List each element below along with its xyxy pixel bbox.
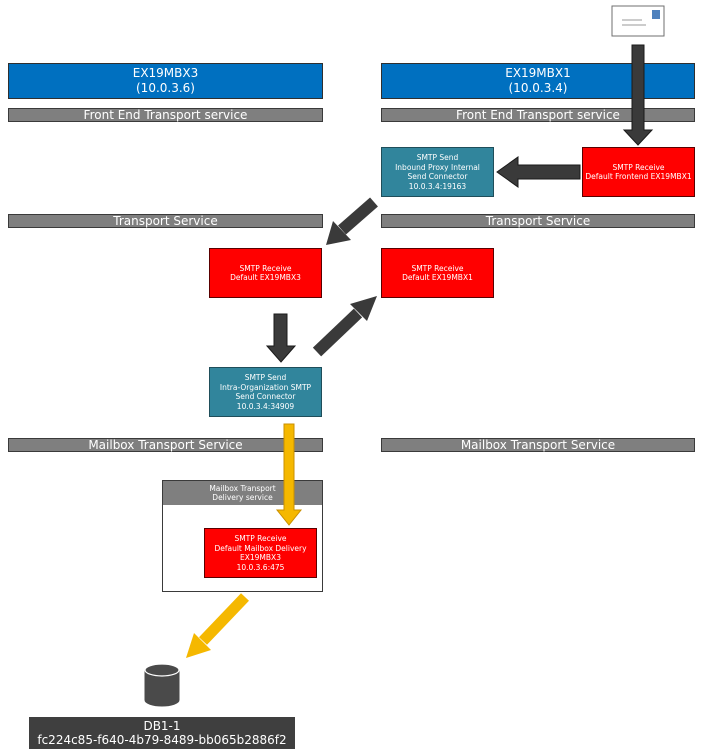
flow-arrow-mailbox-delivery-to-database — [186, 593, 249, 658]
connector-line: 10.0.3.4:34909 — [236, 401, 295, 411]
connector-line: SMTP Receive — [612, 162, 665, 172]
connector-line: Send Connector — [407, 172, 468, 181]
flow-arrow-frontend-to-proxy — [496, 156, 581, 188]
smtp-send-intra-organization: SMTP Send Intra-Organization SMTP Send C… — [209, 367, 322, 417]
connector-line: Mailbox Transport — [209, 483, 276, 493]
envelope-icon — [611, 5, 665, 37]
connector-line: Default Mailbox Delivery — [214, 543, 307, 553]
server-name: EX19MBX1 — [505, 66, 571, 80]
server-name: EX19MBX3 — [132, 66, 199, 80]
database-label: DB1-1 fc224c85-f640-4b79-8489-bb065b2886… — [29, 717, 295, 749]
smtp-receive-default-ex19mbx3: SMTP Receive Default EX19MBX3 — [209, 248, 322, 298]
server-ip: (10.0.3.4) — [508, 81, 568, 95]
server-ex19mbx3: EX19MBX3 (10.0.3.6) — [8, 63, 323, 99]
server-ip: (10.0.3.6) — [136, 81, 195, 95]
connector-line: SMTP Receive — [234, 534, 287, 543]
band-mailbox-transport-left: Mailbox Transport Service — [8, 438, 323, 452]
band-transport-left: Transport Service — [8, 214, 323, 228]
connector-line: 10.0.3.4:19163 — [408, 181, 467, 191]
connector-line: 10.0.3.6:475 — [236, 562, 285, 572]
database-name: DB1-1 — [143, 719, 181, 733]
flow-arrow-intraorg-to-mailbox-delivery — [275, 423, 303, 526]
connector-line: Default EX19MBX3 — [230, 273, 301, 282]
connector-line: Default EX19MBX1 — [402, 273, 473, 282]
connector-line: SMTP Send — [416, 153, 459, 162]
connector-line: SMTP Receive — [411, 263, 464, 273]
flow-arrow-intraorg-to-mbx1 — [312, 296, 377, 357]
band-front-end-transport-left: Front End Transport service — [8, 108, 323, 122]
smtp-receive-default-frontend-ex19mbx1: SMTP Receive Default Frontend EX19MBX1 — [582, 147, 695, 197]
connector-line: SMTP Receive — [239, 263, 292, 273]
mailbox-transport-delivery-header: Mailbox Transport Delivery service — [163, 481, 322, 505]
connector-line: Delivery service — [212, 493, 273, 502]
smtp-receive-default-ex19mbx1: SMTP Receive Default EX19MBX1 — [381, 248, 494, 298]
flow-arrow-envelope-to-frontend — [622, 44, 654, 146]
connector-line: Intra-Organization SMTP — [219, 382, 312, 392]
connector-line: SMTP Send — [244, 373, 287, 382]
connector-line: Inbound Proxy Internal — [395, 162, 480, 172]
connector-line: Send Connector — [235, 392, 296, 401]
smtp-send-inbound-proxy-internal: SMTP Send Inbound Proxy Internal Send Co… — [381, 147, 494, 197]
band-mailbox-transport-right: Mailbox Transport Service — [381, 438, 695, 452]
band-transport-right: Transport Service — [381, 214, 695, 228]
flow-arrow-proxy-to-mbx3 — [326, 197, 378, 245]
database-guid: fc224c85-f640-4b79-8489-bb065b2886f2 — [37, 733, 287, 747]
connector-line: EX19MBX3 — [240, 553, 281, 562]
band-front-end-transport-right: Front End Transport service — [381, 108, 695, 122]
flow-arrow-mbx3-to-intraorg — [265, 313, 297, 363]
connector-line: Default Frontend EX19MBX1 — [585, 172, 692, 181]
database-icon — [144, 663, 180, 707]
smtp-receive-default-mailbox-delivery: SMTP Receive Default Mailbox Delivery EX… — [204, 528, 317, 578]
